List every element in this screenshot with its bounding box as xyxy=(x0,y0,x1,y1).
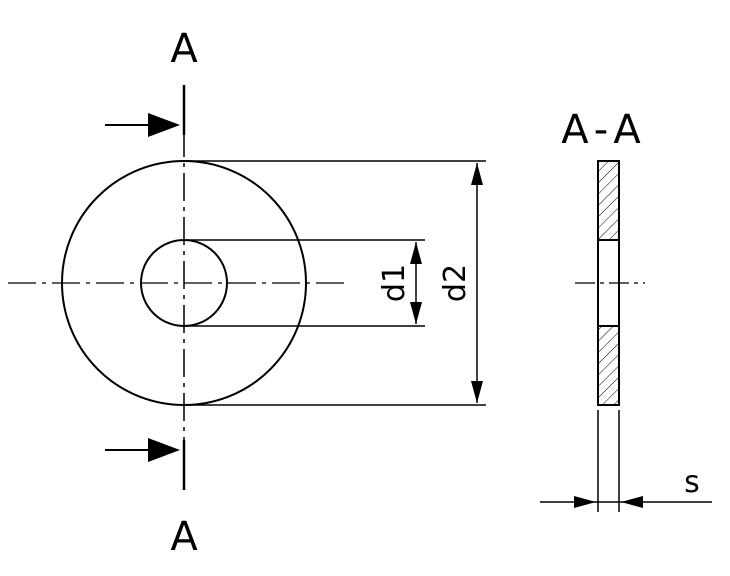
section-view-title: A-A xyxy=(561,107,646,153)
section-label-bottom: A xyxy=(170,514,198,560)
d1-label: d1 xyxy=(377,264,412,302)
d2-label: d2 xyxy=(438,264,473,302)
section-view xyxy=(575,160,645,406)
dimension-d1 xyxy=(184,239,425,327)
section-label-top: A xyxy=(170,26,198,72)
front-view xyxy=(8,85,345,490)
s-label: s xyxy=(684,465,700,500)
section-arrow-top xyxy=(105,113,180,137)
section-hatch-top xyxy=(598,161,619,240)
dimension-s xyxy=(540,410,712,512)
section-arrow-bottom xyxy=(105,438,180,462)
dimension-d2 xyxy=(184,160,486,406)
section-hatch-bottom xyxy=(598,326,619,405)
